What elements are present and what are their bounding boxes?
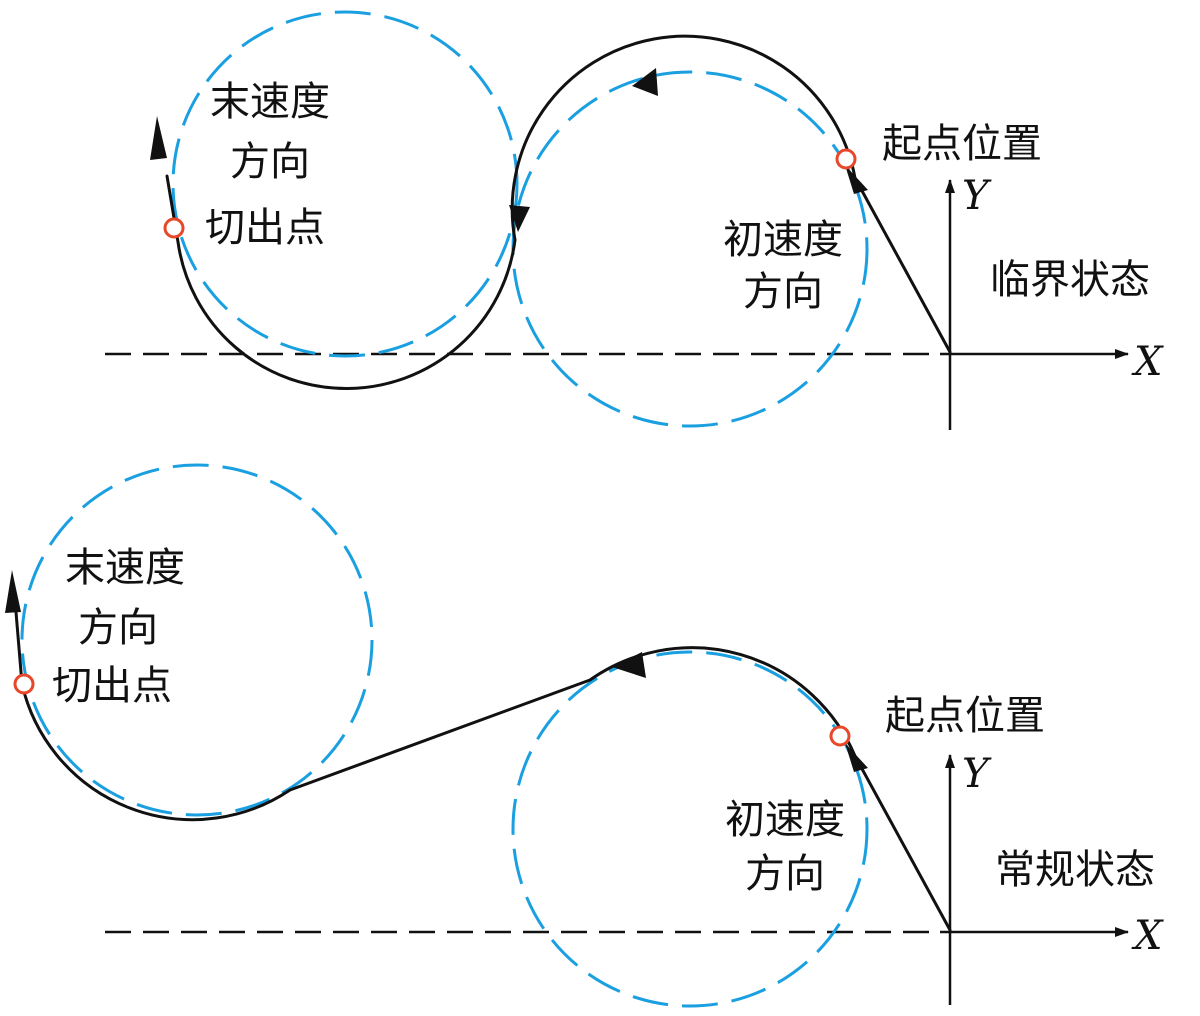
exit-point-label: 切出点 <box>52 663 172 709</box>
exit-point-marker <box>13 673 35 695</box>
x-axis-label: X <box>1134 913 1163 959</box>
state-label: 临界状态 <box>990 257 1150 303</box>
end-velocity-arrowhead <box>5 570 21 613</box>
trajectory-path <box>12 586 952 932</box>
start-position-label: 起点位置 <box>882 121 1042 167</box>
initial-velocity-label-line1: 初速度 <box>723 217 843 263</box>
exit-point-marker <box>163 217 185 239</box>
start-position-label: 起点位置 <box>885 693 1045 739</box>
end-velocity-arrowhead <box>150 116 167 160</box>
trajectory-path <box>165 34 952 390</box>
y-axis-label: Y <box>962 173 989 219</box>
panel-normal <box>5 463 1129 1008</box>
final-velocity-label-line1: 末速度 <box>65 545 185 591</box>
velocity-arrowhead <box>845 165 868 194</box>
panel-critical <box>105 10 1129 430</box>
velocity-arrowhead <box>845 743 868 772</box>
start-point-marker <box>829 725 851 747</box>
end-guide-circle <box>20 463 374 817</box>
exit-point-label: 切出点 <box>205 205 325 251</box>
x-axis-label: X <box>1134 339 1163 385</box>
initial-velocity-label-line2: 方向 <box>745 851 825 897</box>
y-axis-label: Y <box>962 751 989 797</box>
final-velocity-label-line1: 末速度 <box>210 79 330 125</box>
initial-velocity-label-line2: 方向 <box>743 269 823 315</box>
final-velocity-label-line2: 方向 <box>78 605 158 651</box>
direction-arrowhead <box>612 652 646 678</box>
end-guide-circle <box>171 10 519 358</box>
initial-velocity-label-line1: 初速度 <box>725 797 845 843</box>
final-velocity-label-line2: 方向 <box>230 139 310 185</box>
direction-arrowhead <box>509 205 530 232</box>
direction-arrowhead <box>632 68 658 96</box>
state-label: 常规状态 <box>995 847 1155 893</box>
start-guide-circle <box>511 650 869 1008</box>
start-point-marker <box>835 148 857 170</box>
